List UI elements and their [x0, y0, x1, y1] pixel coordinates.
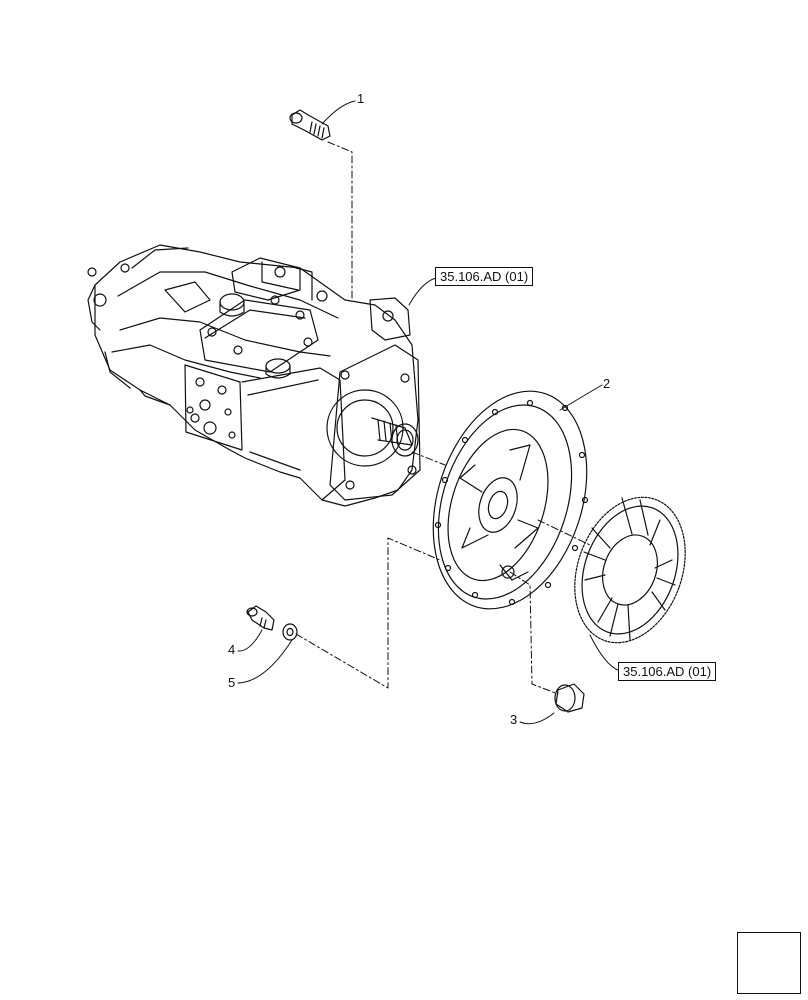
navigation-button[interactable] [737, 932, 801, 994]
callout-5: 5 [228, 675, 236, 690]
bolt-part-1 [289, 109, 331, 141]
washer-part-5 [282, 623, 298, 641]
hydraulic-pump-assembly [87, 244, 421, 507]
flywheel-coupling-part-2 [432, 390, 589, 610]
reference-box-damper[interactable]: 35.106.AD (01) [618, 662, 717, 681]
leader-lines [237, 100, 619, 725]
plug-part-3 [554, 683, 585, 713]
reference-box-pump[interactable]: 35.106.AD (01) [435, 267, 534, 286]
assembly-lines [295, 141, 591, 695]
bolt-part-4 [246, 605, 275, 631]
callout-2: 2 [603, 376, 611, 391]
callout-3: 3 [510, 712, 518, 727]
callout-1: 1 [357, 91, 365, 106]
damper-disc [574, 496, 686, 644]
callout-4: 4 [228, 642, 236, 657]
